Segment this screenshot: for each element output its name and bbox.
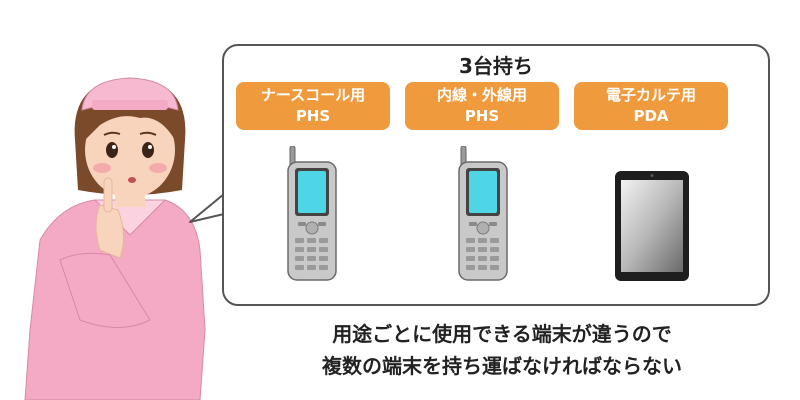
label-line1: 内線・外線用: [436, 86, 527, 104]
label-extension-phs: 内線・外線用 PHS: [405, 82, 559, 130]
bubble-title: 3台持ち: [459, 54, 533, 78]
label-line1: ナースコール用: [260, 86, 366, 104]
label-line2: PDA: [633, 107, 669, 125]
phs-phone-icon: [287, 146, 337, 281]
label-line2: PHS: [295, 107, 331, 125]
label-line1: 電子カルテ用: [605, 86, 696, 104]
label-nurse-call-phs: ナースコール用 PHS: [236, 82, 390, 130]
tablet-icon: [615, 171, 689, 281]
label-ehr-pda: 電子カルテ用 PDA: [574, 82, 728, 130]
caption-line1: 用途ごとに使用できる端末が違うので: [332, 322, 672, 346]
caption-line2: 複数の端末を持ち運ばなければならない: [322, 354, 682, 378]
phs-phone-icon: [458, 146, 508, 281]
label-line2: PHS: [464, 107, 500, 125]
